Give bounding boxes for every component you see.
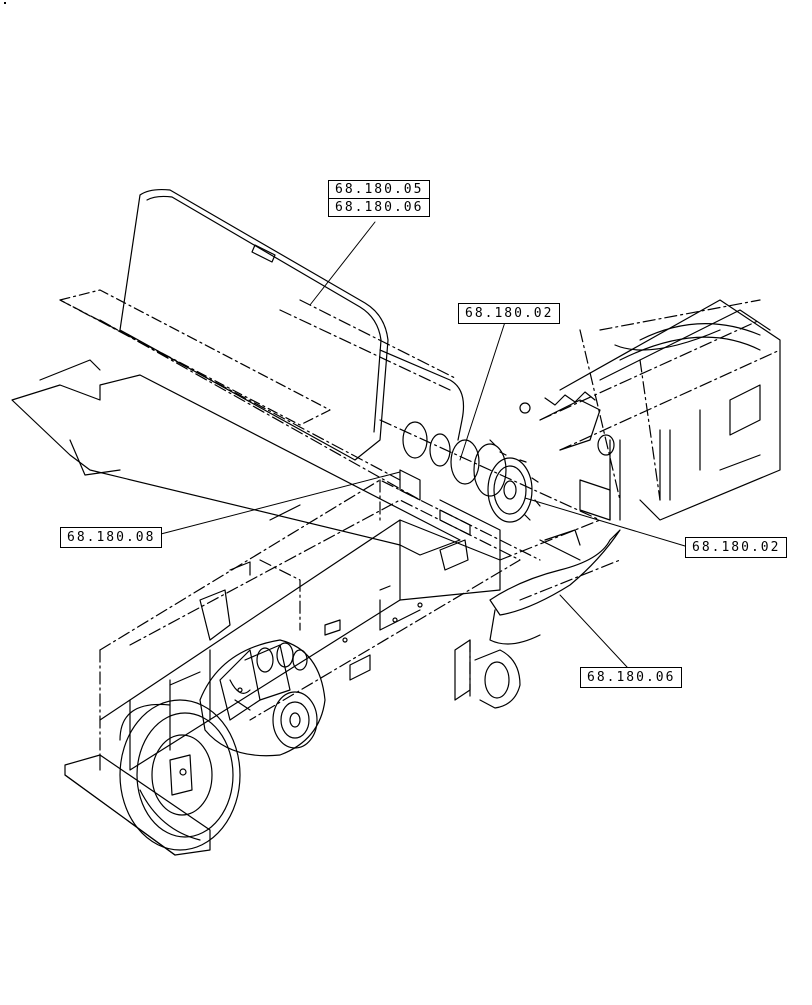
gearbox <box>199 639 326 757</box>
base-skid <box>64 754 211 856</box>
gear-assembly <box>399 391 615 536</box>
callout-top: 68.180.05 68.180.06 <box>328 180 431 217</box>
leader-center-top <box>459 321 506 461</box>
main-frame <box>59 299 781 761</box>
flywheel <box>119 699 241 851</box>
small-parts <box>169 504 469 693</box>
callout-bottom-right: 68.180.06 <box>580 667 683 688</box>
leader-bottom-right <box>559 594 628 668</box>
leader-left <box>156 471 401 536</box>
leader-right <box>524 497 686 547</box>
leader-lines <box>156 221 686 668</box>
chute <box>489 529 621 645</box>
corner-mark <box>4 2 6 4</box>
callout-top-upper: 68.180.05 <box>335 182 424 197</box>
floor-plate <box>11 289 461 556</box>
callout-center-top: 68.180.02 <box>458 303 561 324</box>
side-rail <box>99 499 501 771</box>
cover-panel <box>119 188 465 461</box>
bearing-bracket <box>454 639 521 709</box>
callout-top-lower: 68.180.06 <box>329 198 430 216</box>
callout-left: 68.180.08 <box>60 527 163 548</box>
right-housing <box>559 299 781 521</box>
callout-right: 68.180.02 <box>685 537 788 558</box>
leader-top <box>309 221 376 306</box>
